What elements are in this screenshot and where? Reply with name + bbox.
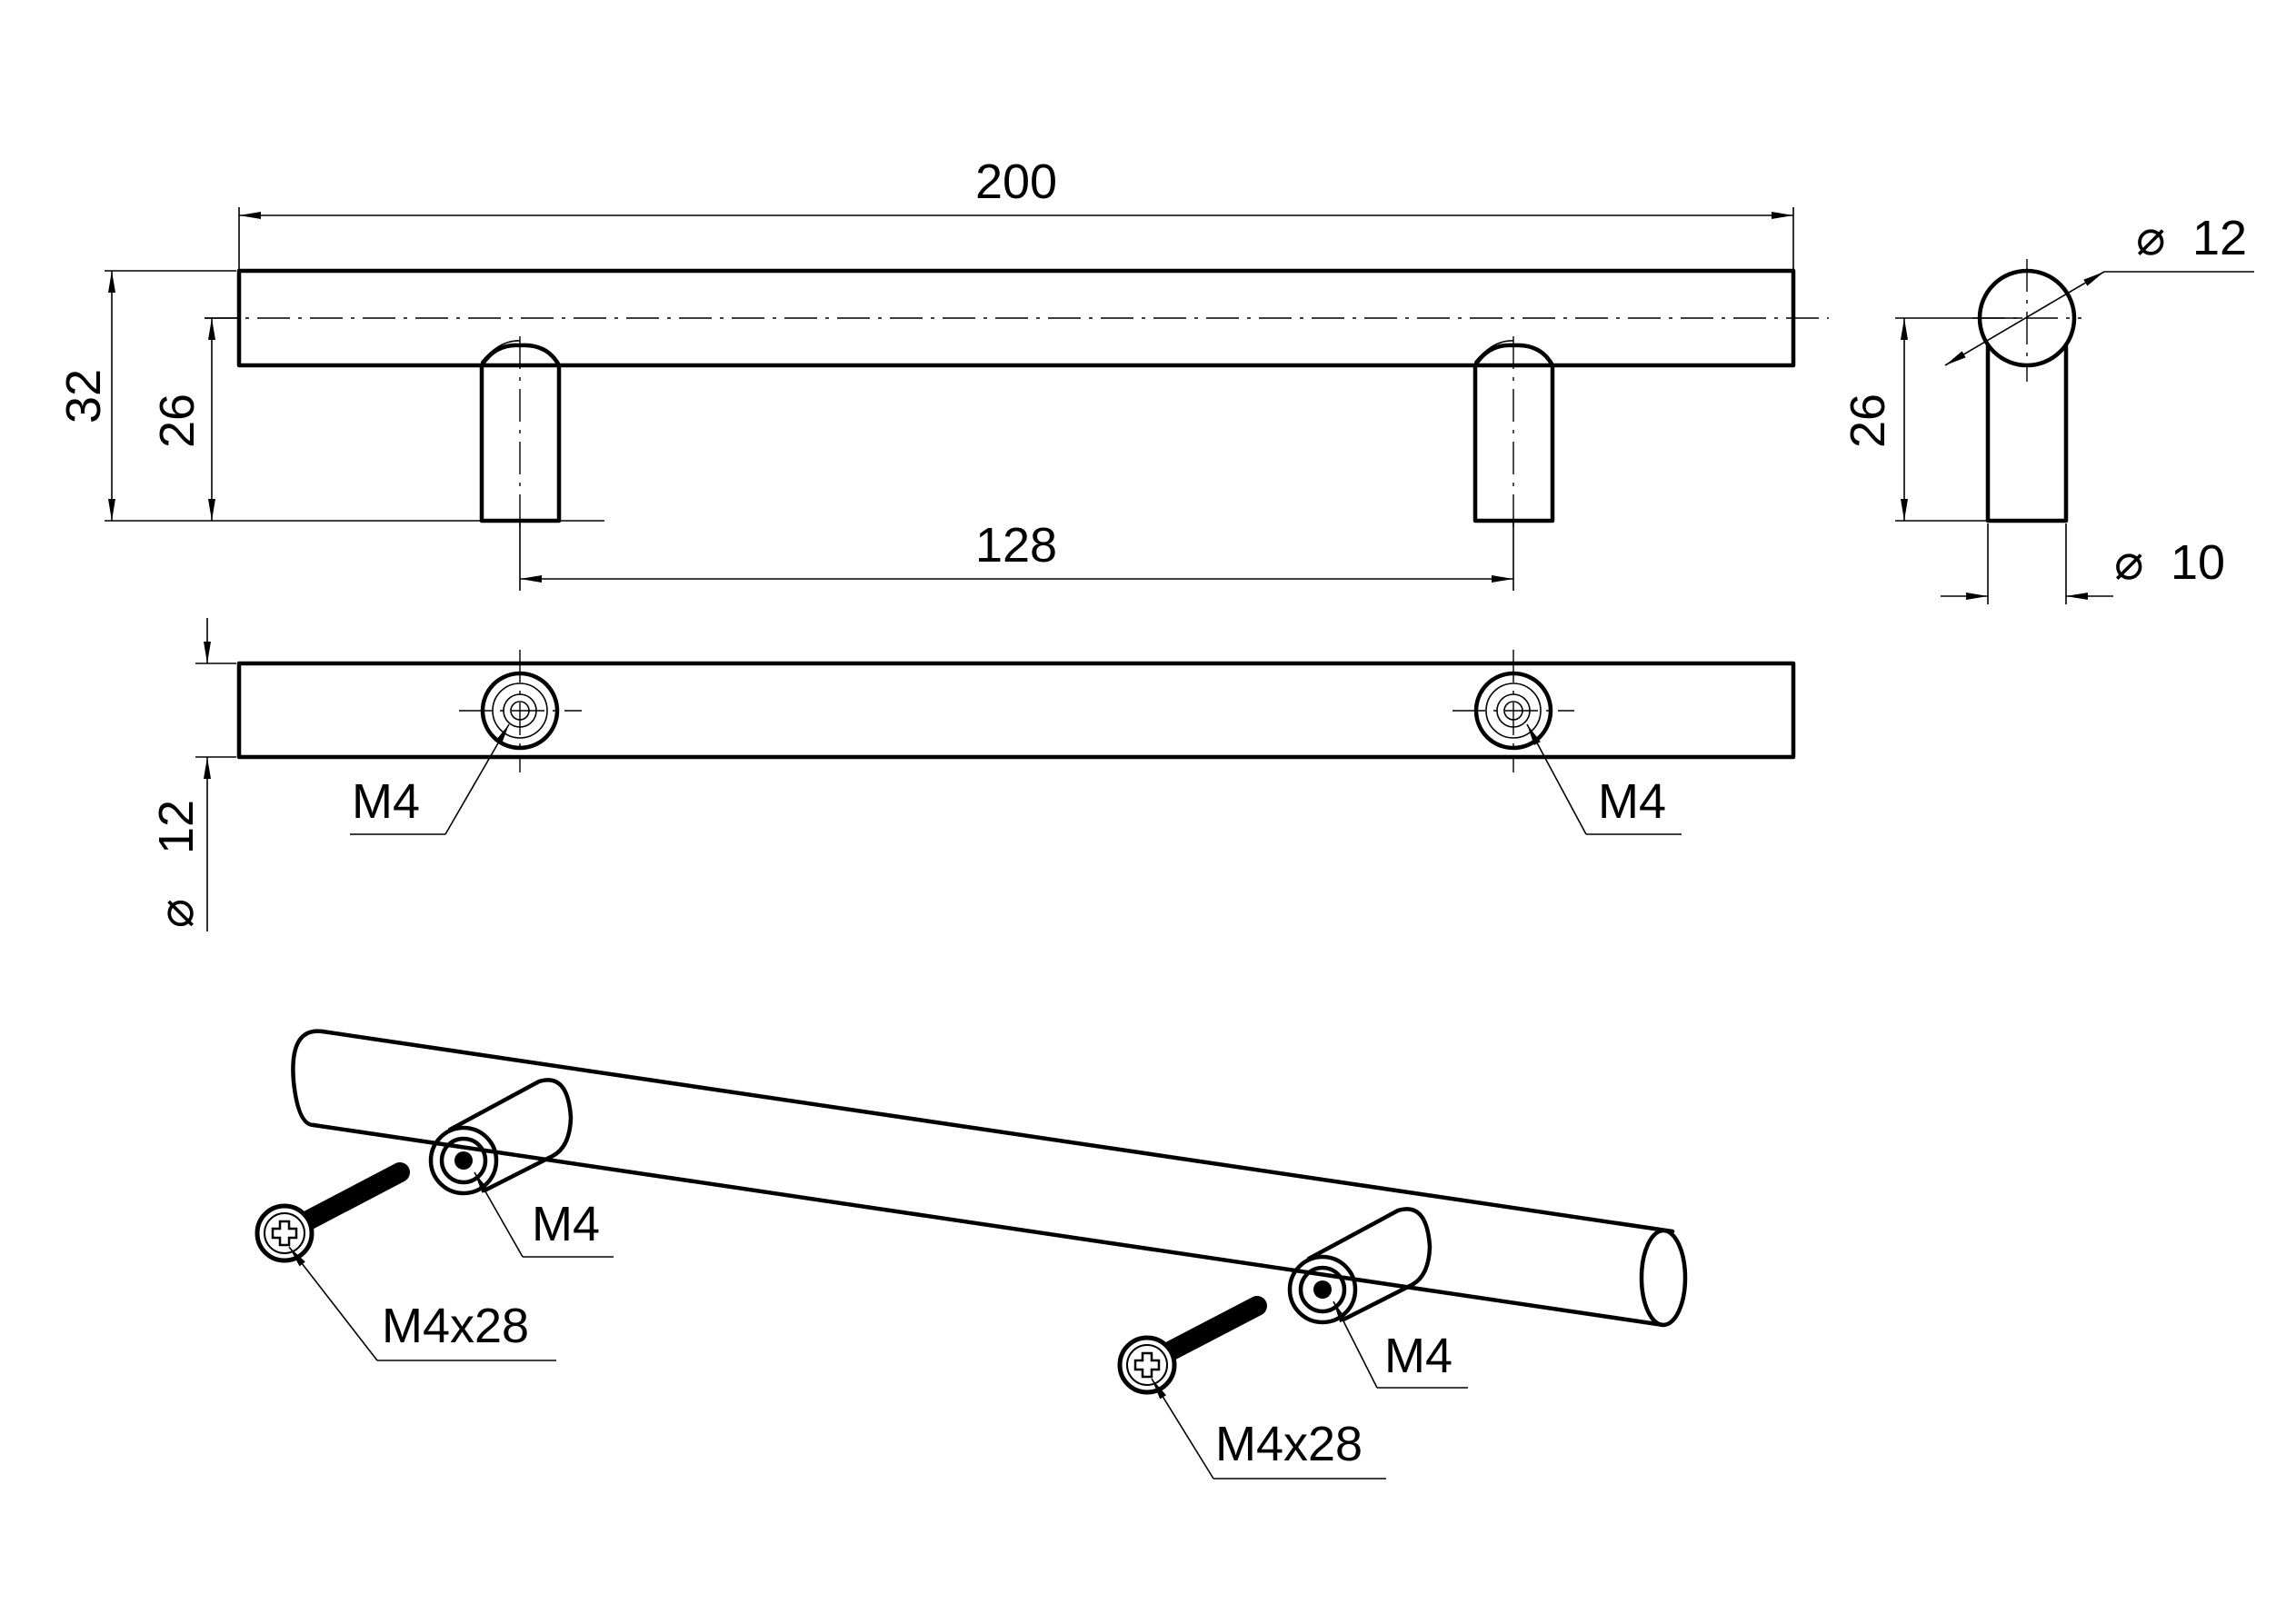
bv-dia-label: 12 xyxy=(149,800,204,854)
iso-bar-right-end xyxy=(1639,1228,1688,1328)
m4-right-leader xyxy=(1526,723,1587,835)
left-leg-saddle xyxy=(481,340,521,365)
isometric-view: M4 M4x28 M4 M4x28 xyxy=(255,1029,1688,1480)
side-view: ⌀ 12 26 ⌀ 10 xyxy=(1841,211,2254,604)
iso-left-standoff xyxy=(428,1078,574,1196)
iso-m4-left-label: M4 xyxy=(532,1197,600,1251)
bar-bottom-outline xyxy=(236,661,1796,760)
dia12-leader xyxy=(1944,271,2105,366)
iso-right-standoff xyxy=(1287,1207,1433,1325)
iso-bar-left-cap xyxy=(291,1029,325,1128)
side-dim-26-label: 26 xyxy=(1841,394,1895,448)
iso-screw-left-leader xyxy=(288,1246,378,1361)
dia12-label: 12 xyxy=(2192,211,2247,265)
iso-right-screw xyxy=(1117,1296,1267,1395)
iso-m4-right-leader xyxy=(1333,1300,1378,1389)
iso-left-screw xyxy=(255,1162,410,1263)
dim-32-label: 32 xyxy=(56,369,111,423)
dia10-label: 10 xyxy=(2171,535,2225,590)
iso-screw-right-leader xyxy=(1151,1378,1214,1480)
right-hole xyxy=(1452,650,1574,772)
iso-screw-left-label: M4x28 xyxy=(382,1299,529,1353)
front-view: 200 32 26 128 xyxy=(56,154,1829,591)
m4-left-label: M4 xyxy=(352,774,420,829)
dim-128-label: 128 xyxy=(975,518,1057,573)
side-leg xyxy=(1985,344,2069,523)
iso-m4-right-label: M4 xyxy=(1384,1329,1452,1383)
dim-26-label: 26 xyxy=(150,394,205,448)
bv-dia-symbol: ⌀ xyxy=(149,899,204,929)
iso-bar-bottom-edge xyxy=(311,1122,1666,1328)
m4-right-label: M4 xyxy=(1598,774,1666,829)
m4-left-leader xyxy=(444,723,510,835)
bottom-view: ⌀ 12 M4 M4 xyxy=(149,618,1796,932)
iso-screw-right-label: M4x28 xyxy=(1215,1417,1363,1471)
right-leg-saddle xyxy=(1474,340,1514,365)
dia12-symbol: ⌀ xyxy=(2136,211,2166,265)
iso-bar-top-edge xyxy=(320,1029,1675,1234)
dim-200-label: 200 xyxy=(975,154,1057,209)
iso-m4-left-leader xyxy=(474,1171,524,1258)
dia10-symbol: ⌀ xyxy=(2114,535,2144,590)
left-hole xyxy=(459,650,582,772)
